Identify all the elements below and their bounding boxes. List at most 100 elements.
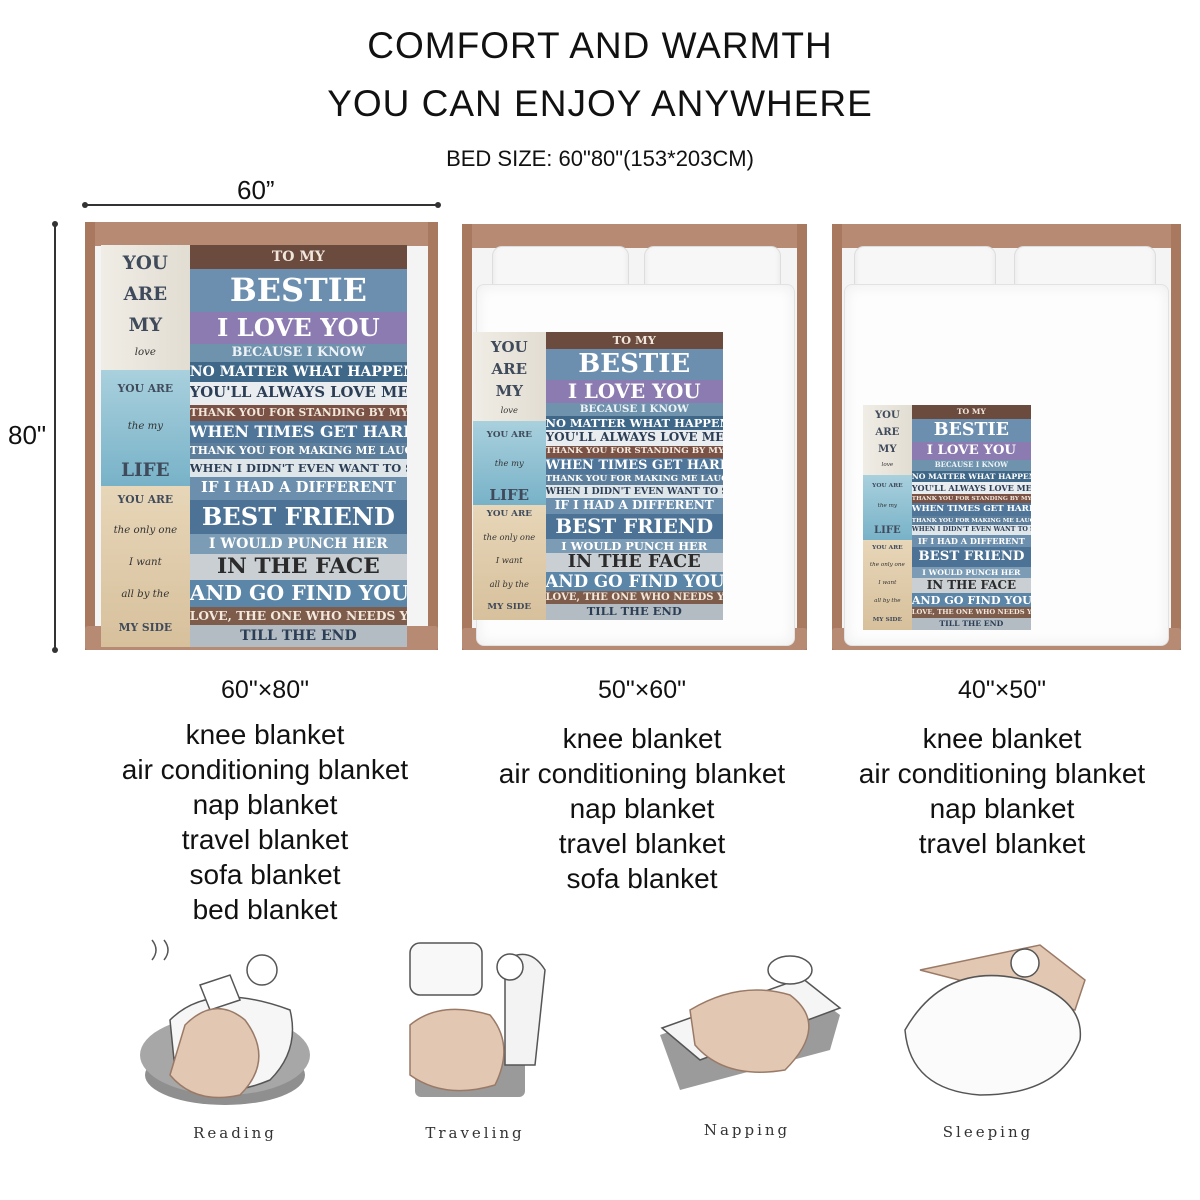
- activity-label-traveling: Traveling: [425, 1124, 525, 1142]
- blanket-plank-text: AND GO FIND YOU: [189, 580, 407, 607]
- blanket-left-text: all by the: [121, 589, 170, 601]
- blanket-plank-text: THANK YOU FOR STANDING BY MY SIDE: [189, 404, 407, 421]
- blanket-plank-text: BEST FRIEND: [911, 547, 1031, 567]
- blanket-plank-text: I WOULD PUNCH HER: [911, 566, 1031, 578]
- blanket-left-text: the my: [877, 503, 898, 510]
- blanket-left-text: love: [500, 404, 518, 415]
- blanket-left-text: the only one: [113, 524, 178, 536]
- blanket-left-text: MY: [128, 315, 163, 337]
- activity-label-napping: Napping: [703, 1121, 791, 1139]
- napping-illustration: [660, 955, 842, 1090]
- use-item: knee blanket: [922, 723, 1082, 754]
- use-item: nap blanket: [192, 789, 338, 820]
- blanket-left-text: ARE: [491, 360, 528, 379]
- width-dimension-line: [82, 202, 441, 208]
- use-item: air conditioning blanket: [498, 758, 786, 789]
- use-item: nap blanket: [569, 793, 715, 824]
- blanket-plank-text: YOU'LL ALWAYS LOVE ME BACK: [189, 382, 407, 405]
- blanket-plank-text: NO MATTER WHAT HAPPENS: [189, 362, 407, 383]
- blanket-left-text: YOU ARE: [117, 492, 174, 506]
- blanket-plank-text: WHEN TIMES GET HARD: [545, 457, 723, 474]
- blanket-left-text: YOU ARE: [486, 430, 532, 441]
- blanket-plank-text: YOU'LL ALWAYS LOVE ME BACK: [911, 481, 1031, 495]
- blanket-plank-text: LOVE, THE ONE WHO NEEDS YOU: [545, 591, 723, 605]
- blanket-left-text: YOU: [874, 409, 900, 421]
- blanket-plank-text: BECAUSE I KNOW: [189, 343, 407, 363]
- blanket-plank-text: IN THE FACE: [545, 553, 723, 573]
- reading-illustration: [140, 939, 310, 1105]
- blanket-plank-text: TILL THE END: [911, 617, 1031, 630]
- blanket-plank-text: IN THE FACE: [911, 577, 1031, 593]
- blanket-left-text: YOU ARE: [872, 481, 903, 489]
- blanket-plank-text: LOVE, THE ONE WHO NEEDS YOU: [911, 607, 1031, 618]
- traveling-illustration: [409, 942, 546, 1097]
- blanket-left-text: MY: [878, 444, 897, 456]
- blanket-plank-text: IF I HAD A DIFFERENT: [911, 535, 1031, 548]
- blanket-plank-text: I LOVE YOU: [189, 311, 407, 344]
- use-item: travel blanket: [558, 828, 726, 859]
- headline-line-1: COMFORT AND WARMTH: [367, 25, 833, 66]
- blanket-plank-text: TILL THE END: [189, 624, 407, 647]
- blanket-left-text: MY SIDE: [487, 601, 532, 612]
- blanket-plank-text: AND GO FIND YOU: [911, 592, 1031, 608]
- use-item: knee blanket: [185, 719, 345, 750]
- blanket-plank-text: BESTIE: [545, 349, 723, 380]
- blanket-plank-text: BECAUSE I KNOW: [545, 402, 723, 416]
- blanket-60x80-left-block: YOU ARE MY love: [101, 245, 190, 370]
- blanket-left-text: MY: [495, 382, 523, 401]
- blanket-left-text: YOU: [122, 253, 168, 275]
- activity-label-reading: Reading: [193, 1124, 277, 1142]
- use-item: bed blanket: [192, 894, 338, 925]
- blanket-left-text: love: [134, 346, 156, 358]
- blanket-plank-text: BEST FRIEND: [545, 514, 723, 539]
- sleeping-illustration: [904, 944, 1086, 1096]
- blanket-left-text: YOU ARE: [486, 509, 532, 520]
- blanket-left-text: ARE: [875, 426, 900, 438]
- use-item: travel blanket: [181, 824, 349, 855]
- blanket-plank-text: WHEN I DIDN'T EVEN WANT TO SMILE: [545, 485, 723, 499]
- blanket-plank-text: BEST FRIEND: [189, 499, 407, 534]
- blanket-left-text: all by the: [874, 597, 901, 604]
- blanket-left-text: ARE: [123, 284, 168, 306]
- blanket-plank-text: NO MATTER WHAT HAPPENS: [545, 415, 723, 431]
- bed-size-text: BED SIZE: 60"80"(153*203CM): [446, 146, 754, 171]
- use-item: sofa blanket: [189, 859, 341, 890]
- blanket-plank-text: I LOVE YOU: [911, 442, 1031, 461]
- use-item: air conditioning blanket: [858, 758, 1146, 789]
- blanket-plank-text: LOVE, THE ONE WHO NEEDS YOU: [189, 606, 407, 625]
- blanket-left-text: I want: [878, 579, 897, 586]
- width-dimension-label: 60”: [237, 175, 275, 205]
- blanket-plank-text: NO MATTER WHAT HAPPENS: [911, 470, 1031, 482]
- blanket-plank-text: IF I HAD A DIFFERENT: [545, 498, 723, 515]
- height-dimension-line: [52, 221, 58, 653]
- blanket-plank-text: WHEN I DIDN'T EVEN WANT TO SMILE: [189, 459, 407, 478]
- height-dimension-label: 80": [8, 420, 47, 450]
- blanket-left-text: all by the: [489, 578, 529, 589]
- blanket-left-text: I want: [495, 555, 523, 566]
- blanket-left-text: love: [881, 461, 894, 468]
- blanket-left-text: LIFE: [489, 485, 530, 504]
- blanket-plank-text: IN THE FACE: [189, 554, 407, 581]
- blanket-plank-text: I WOULD PUNCH HER: [545, 538, 723, 554]
- uses-list-40x50: knee blanket air conditioning blanket na…: [812, 721, 1192, 861]
- blanket-40x50-left-block: YOU ARE MY love: [863, 405, 912, 475]
- blanket-plank-text: THANK YOU FOR MAKING ME LAUGH: [189, 442, 407, 460]
- use-item: knee blanket: [562, 723, 722, 754]
- blanket-plank-text: YOU'LL ALWAYS LOVE ME BACK: [545, 430, 723, 447]
- use-item: sofa blanket: [566, 863, 718, 894]
- blanket-left-text: I want: [129, 556, 162, 568]
- blanket-plank-text: I WOULD PUNCH HER: [189, 533, 407, 555]
- blanket-plank-text: BECAUSE I KNOW: [911, 460, 1031, 471]
- blanket-left-text: YOU ARE: [117, 382, 174, 396]
